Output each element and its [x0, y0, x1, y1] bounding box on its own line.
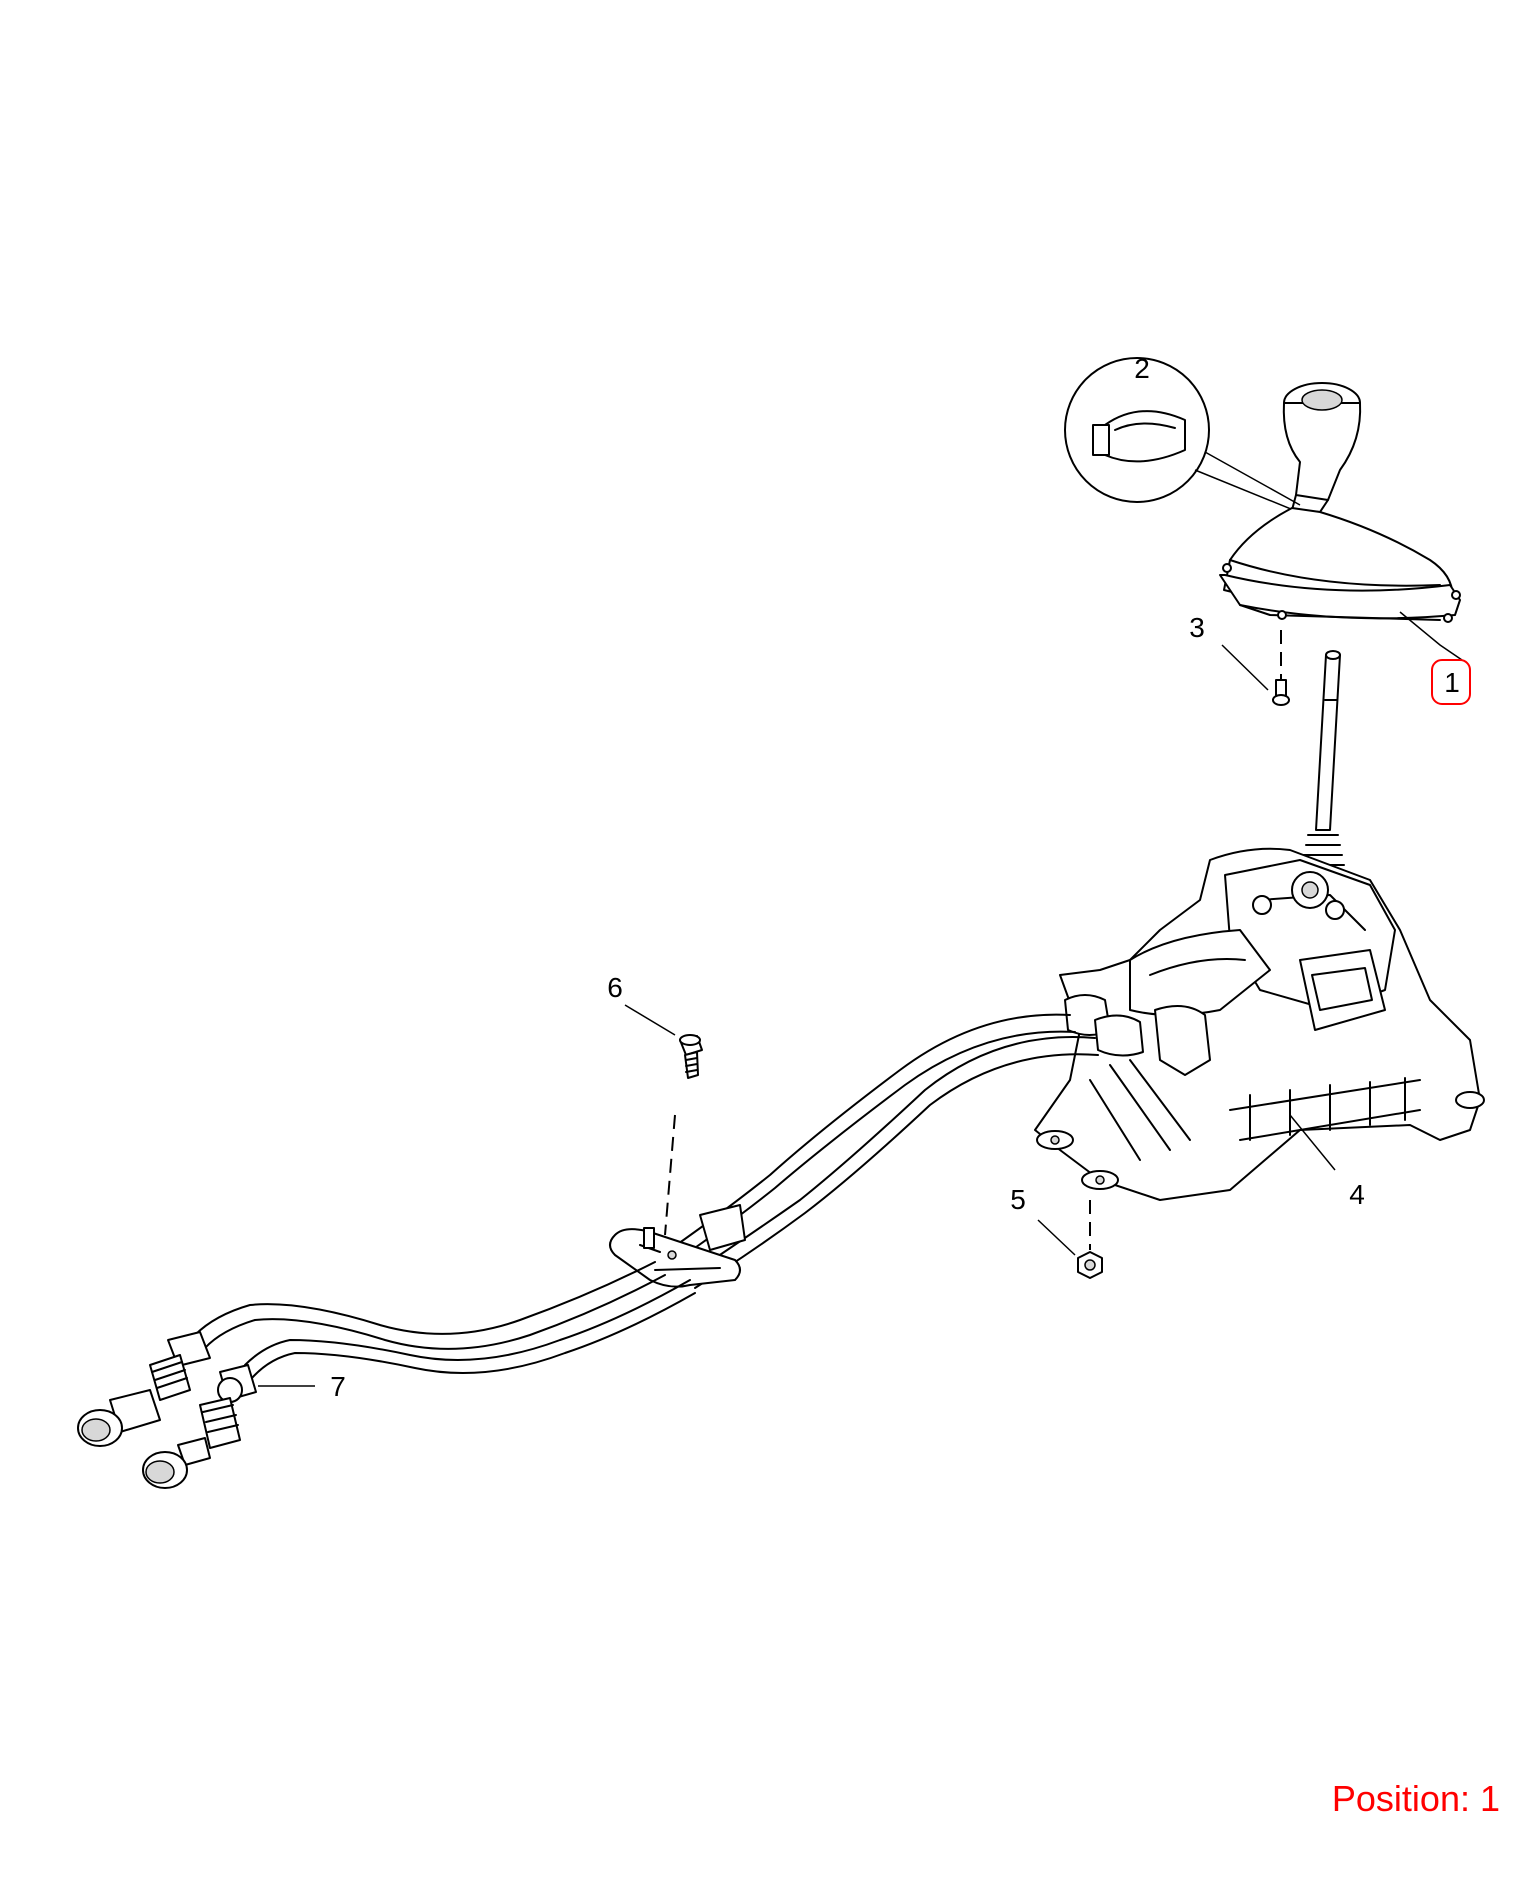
callout-1[interactable]: 1 [1444, 667, 1460, 698]
shift-knob-boot-assembly [1219, 382, 1463, 661]
callout-4[interactable]: 4 [1349, 1179, 1365, 1210]
bolt-part-6 [624, 1004, 703, 1236]
shift-cables [77, 1013, 1099, 1489]
shifter-housing [1034, 847, 1485, 1201]
callout-3[interactable]: 3 [1189, 612, 1205, 643]
clamp-detail [1064, 357, 1319, 521]
nut-part-5 [1037, 1200, 1103, 1279]
callout-1-highlight [1431, 659, 1471, 705]
shift-lever-rod [1301, 650, 1345, 866]
position-label: Position: 1 [1331, 1778, 1500, 1819]
callout-6[interactable]: 6 [607, 972, 623, 1003]
callout-7[interactable]: 7 [330, 1371, 346, 1402]
screw-part-3 [1221, 630, 1290, 706]
callout-labels: 1 2 3 4 5 6 7 [330, 353, 1471, 1402]
callout-5[interactable]: 5 [1010, 1184, 1026, 1215]
callout-2[interactable]: 2 [1134, 353, 1150, 384]
